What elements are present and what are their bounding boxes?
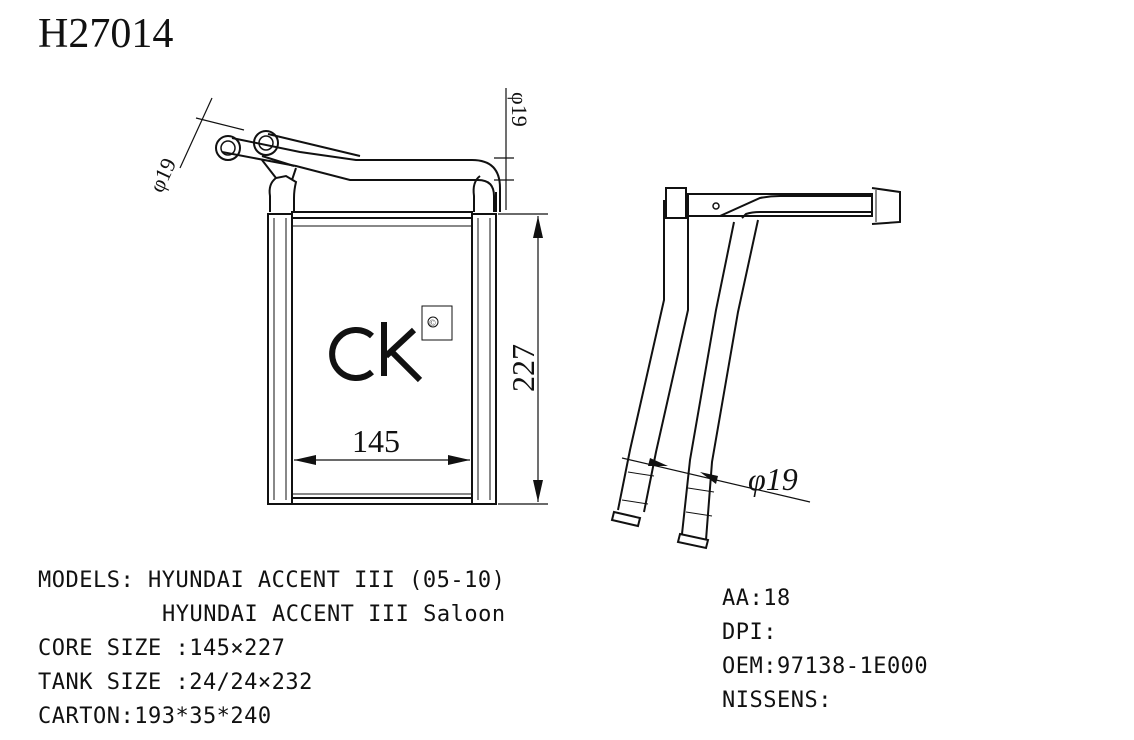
side-pipe-1-inner [643, 214, 689, 513]
pipe-end-right [253, 130, 279, 156]
models-label: MODELS: [38, 568, 135, 593]
aa-value: AA:18 [722, 586, 791, 611]
upper-pipe [221, 151, 495, 212]
side-pipe-1-outer [617, 200, 665, 511]
front-view [179, 88, 548, 505]
specs-right: AA:18 DPI: OEM:97138-1E000 NISSENS: [722, 582, 928, 718]
oem-number: OEM:97138-1E000 [722, 654, 929, 679]
side-pipe-2-end [676, 532, 710, 550]
registered-mark-box [421, 305, 453, 341]
nissens-value: NISSENS: [722, 688, 832, 713]
side-pipe-2-outer [681, 221, 735, 535]
carton-size: CARTON:193*35*240 [38, 704, 272, 729]
bottom-plate [291, 497, 473, 505]
models-line-2: HYUNDAI ACCENT III Saloon [162, 602, 506, 627]
pipe-diameter-side: φ19 [748, 461, 798, 497]
tank-size: TANK SIZE :24/24×232 [38, 670, 313, 695]
pipe-diameter-front-left: φ19 [144, 154, 181, 196]
ck-logo [329, 305, 453, 383]
top-plate [291, 211, 473, 219]
pipe-end-left [215, 135, 241, 161]
upper-pipe-outer [231, 137, 501, 212]
side-view [610, 187, 901, 550]
pipe-diameter-front-right: φ19 [507, 92, 532, 127]
registered-mark: © [429, 318, 436, 328]
side-pipe-2-top [719, 195, 872, 217]
dpi-value: DPI: [722, 620, 777, 645]
right-tank [471, 213, 497, 505]
specs-left: MODELS: HYUNDAI ACCENT III (05-10) HYUND… [38, 564, 506, 734]
part-number: H27014 [38, 11, 174, 57]
core-size: CORE SIZE :145×227 [38, 636, 286, 661]
side-header-bar [687, 193, 873, 217]
side-pipe-1-end [610, 510, 642, 528]
pipe-joint [261, 133, 361, 167]
core-height-label: 227 [505, 344, 541, 392]
side-header-left [665, 187, 687, 219]
side-pipe-end [871, 187, 901, 225]
left-pipe-nozzle [268, 174, 298, 212]
core-width-label: 145 [352, 423, 400, 459]
models-line-1: HYUNDAI ACCENT III (05-10) [147, 568, 506, 593]
lower-pipe [261, 159, 297, 181]
right-pipe-nozzle [472, 175, 497, 212]
side-pipe-2-inner [705, 219, 759, 541]
left-tank [267, 213, 293, 505]
